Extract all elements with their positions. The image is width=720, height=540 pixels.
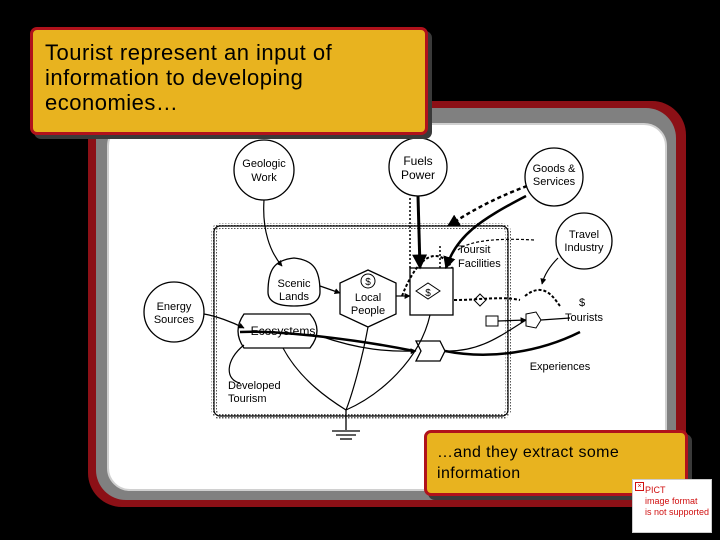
travel-industry-source <box>555 212 613 270</box>
experiences-interaction <box>414 340 446 362</box>
dollar-symbol: $ <box>365 277 371 288</box>
tourists-interaction <box>525 311 542 329</box>
goods-services-source <box>524 147 584 207</box>
thick-flows <box>239 184 581 356</box>
tourist-facilities-switch <box>415 282 441 300</box>
goods-services-label: Goods &Services <box>533 163 576 188</box>
pict-line-1: PICT <box>645 485 666 495</box>
heat-sink <box>332 410 360 440</box>
pict-line-3: is not supported <box>645 507 710 517</box>
callout-bottom: …and they extract some information <box>424 430 688 496</box>
experiences-label: Experiences <box>530 361 591 373</box>
dollar-symbol: $ <box>425 288 431 299</box>
geologic-work-source <box>233 139 295 201</box>
callout-top-text: Tourist represent an input of informatio… <box>45 40 333 115</box>
broken-image-icon: × <box>635 482 644 491</box>
local-people-dollar <box>360 273 376 289</box>
tourists-label: Tourists <box>565 312 603 324</box>
flow-lines <box>203 199 571 411</box>
energy-sources-source <box>143 281 205 343</box>
small-square <box>485 315 499 327</box>
callout-top: Tourist represent an input of informatio… <box>30 27 428 135</box>
unsupported-image-placeholder: × PICT image format is not supported <box>632 479 712 533</box>
pict-line-2: image format <box>645 496 698 506</box>
callout-bottom-text: …and they extract some information <box>437 444 620 482</box>
tourists-dollar: $ <box>579 297 585 309</box>
